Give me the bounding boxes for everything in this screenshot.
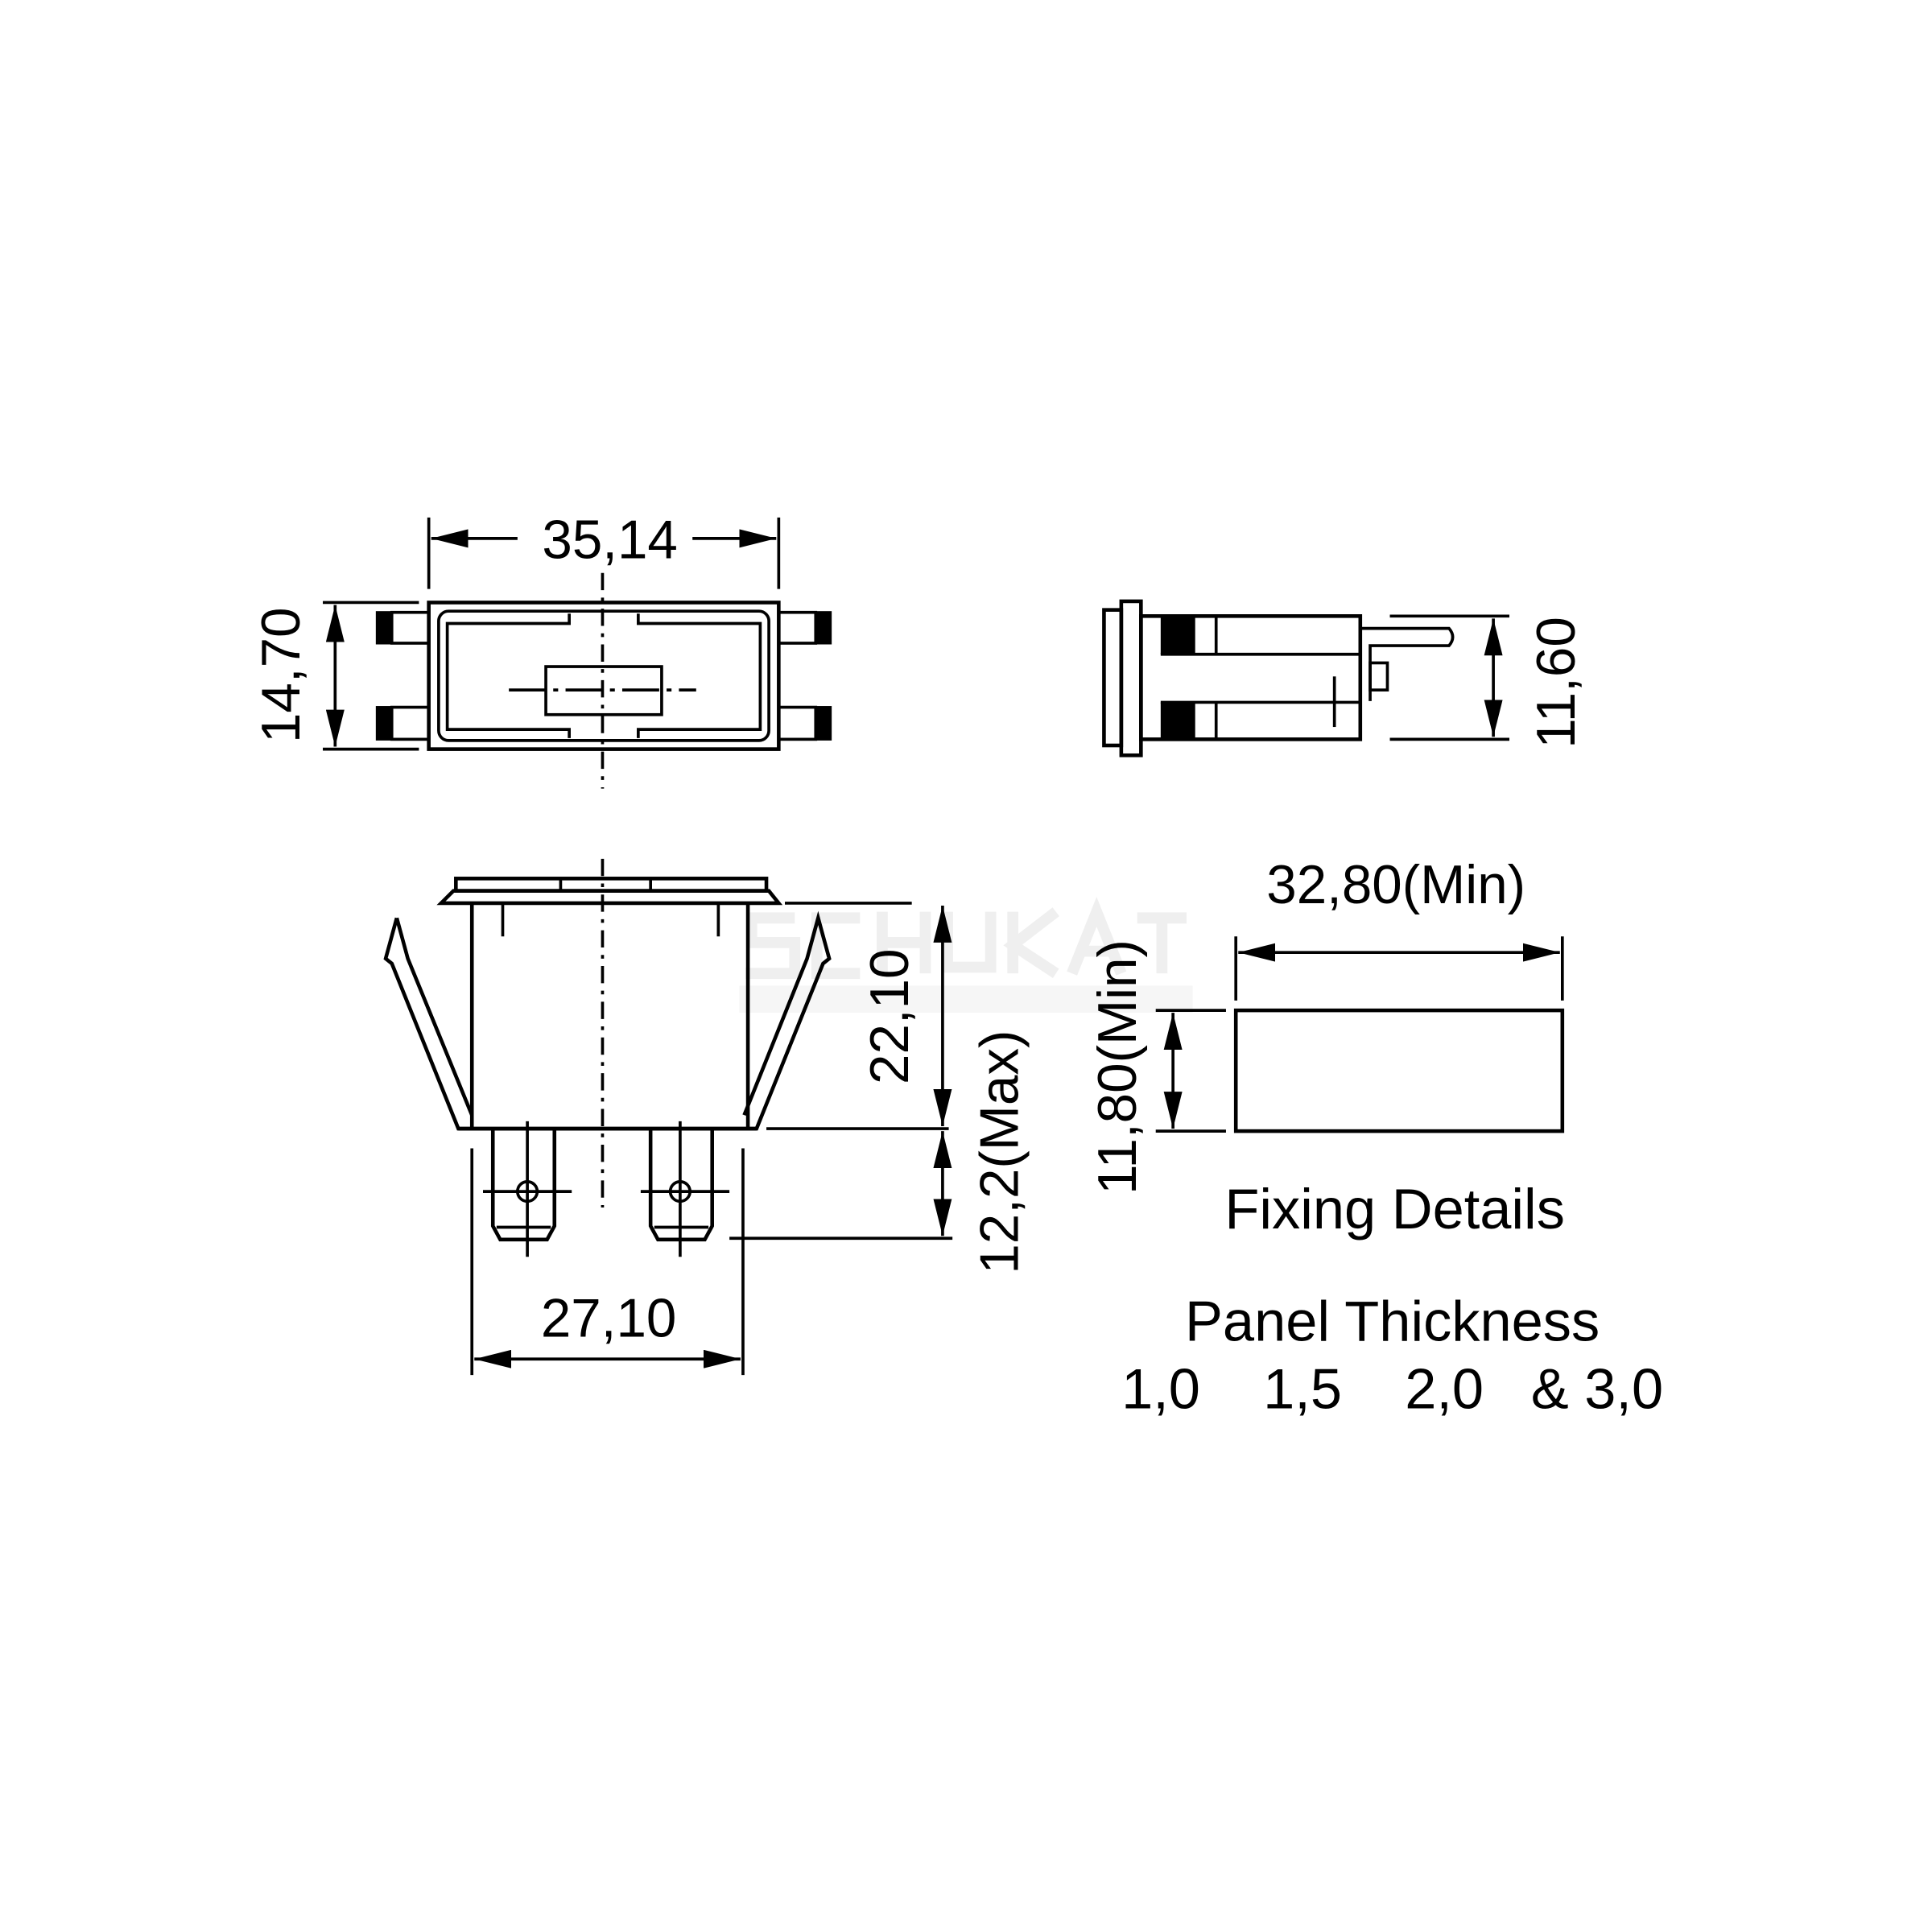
dim-11-60: 11,60 xyxy=(1526,617,1587,749)
dim-22-10: 22,10 xyxy=(860,949,920,1085)
front-view: 22,10 12,2(Max) 27,10 xyxy=(383,858,1030,1376)
side-view: 11,60 xyxy=(1102,599,1587,758)
dim-11-80-min: 11,80(Min) xyxy=(1088,939,1148,1195)
fixing-details-title: Fixing Details xyxy=(1224,1177,1564,1241)
dim-14-70: 14,70 xyxy=(251,608,312,744)
top-view: 35,14 14,70 xyxy=(251,510,832,789)
dim-12-2-max: 12,2(Max) xyxy=(969,1030,1030,1274)
panel-thickness-values: 1,0 1,5 2,0 & 3,0 xyxy=(1121,1356,1663,1420)
dim-27-10: 27,10 xyxy=(541,1289,676,1349)
fixing-details: 32,80(Min) 11,80(Min) Fixing Details Pan… xyxy=(1088,855,1663,1421)
dim-35-14: 35,14 xyxy=(542,510,678,570)
panel-thickness-label: Panel Thickness xyxy=(1185,1289,1600,1352)
dim-32-80-min: 32,80(Min) xyxy=(1266,855,1525,915)
